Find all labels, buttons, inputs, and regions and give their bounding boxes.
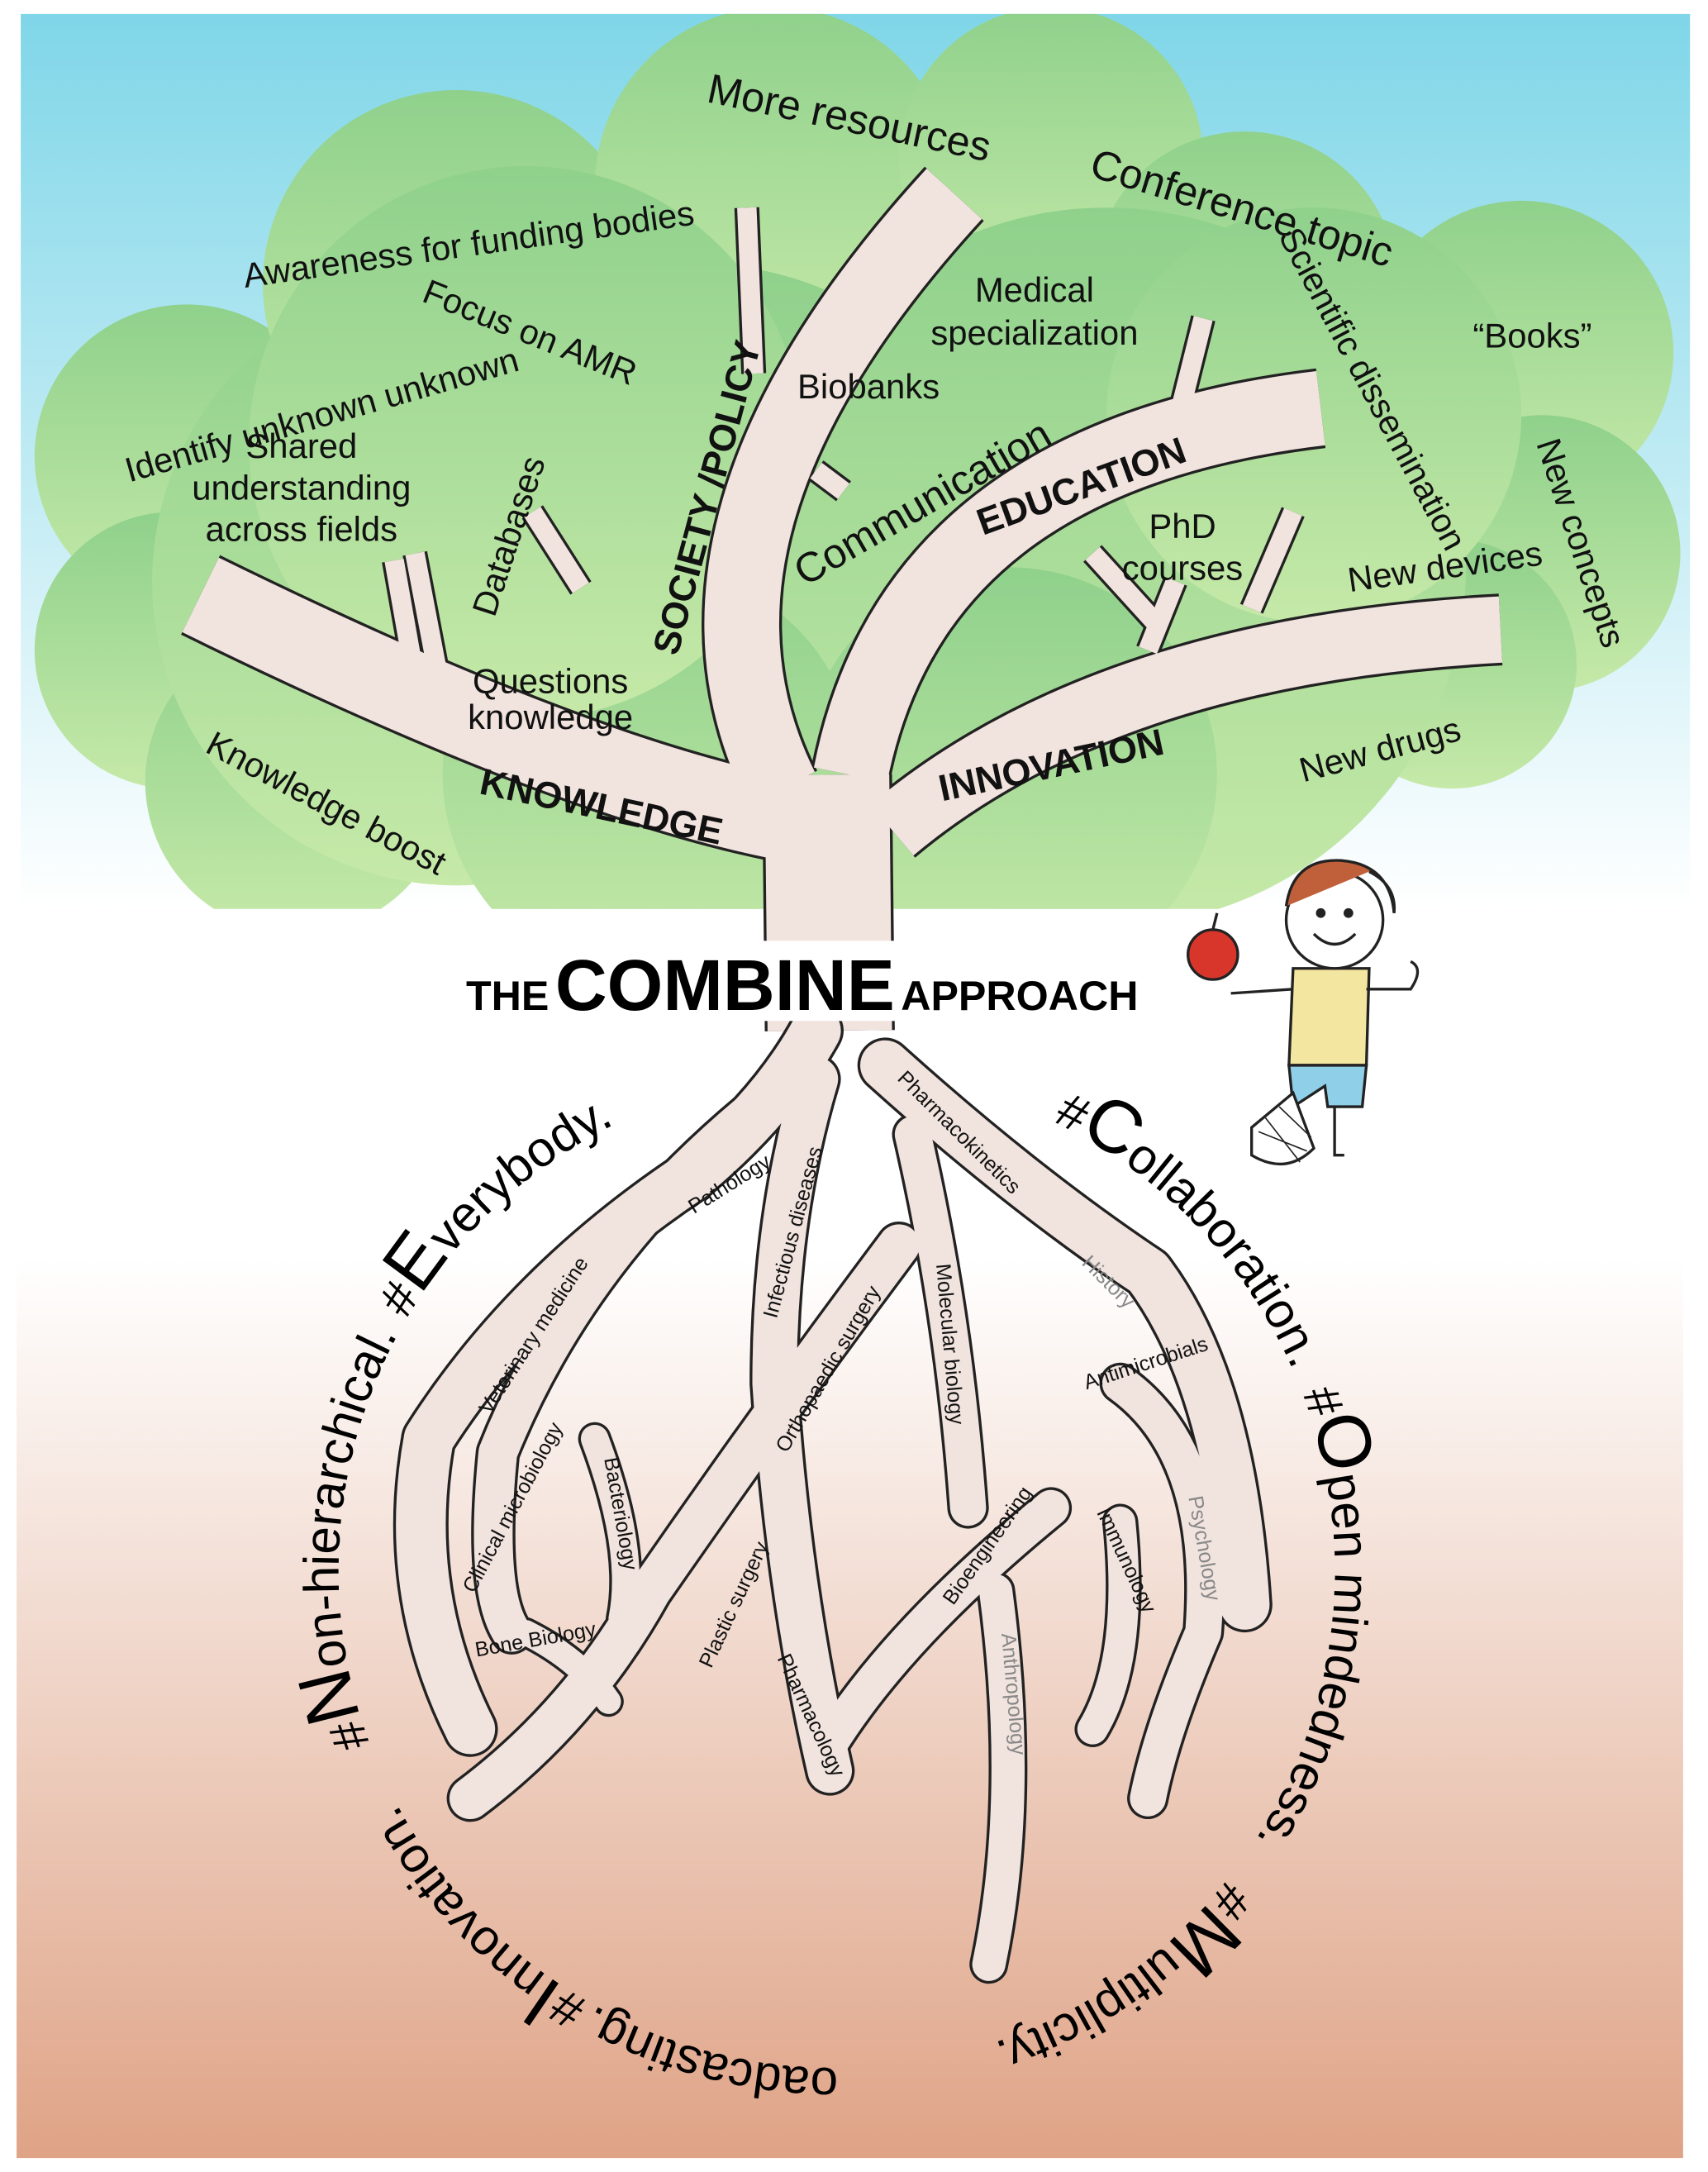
- title-combine: COMBINE: [555, 945, 895, 1026]
- tree-trunk-and-branches: [181, 166, 1503, 1031]
- title-approach: APPROACH: [901, 973, 1138, 1019]
- label-medical-2: specialization: [930, 313, 1138, 352]
- label-shared-1: Shared: [245, 426, 357, 465]
- label-medical-1: Medical: [975, 270, 1094, 309]
- label-questions-1: Questions: [473, 662, 628, 701]
- title-the: THE: [466, 973, 549, 1019]
- label-phd-2: courses: [1122, 548, 1243, 587]
- label-biobanks: Biobanks: [797, 367, 940, 406]
- apple-icon: [1187, 928, 1239, 981]
- label-books: “Books”: [1472, 316, 1591, 355]
- title-background: [415, 941, 1190, 1022]
- label-phd-1: PhD: [1149, 507, 1216, 545]
- label-shared-2: understanding: [192, 468, 411, 507]
- label-questions-2: knowledge: [468, 698, 633, 736]
- child-holding-apple-illustration: [1187, 859, 1420, 1166]
- tree-roots: [393, 1003, 1273, 1984]
- diagram-title: THE COMBINE APPROACH: [466, 945, 1138, 1026]
- label-shared-3: across fields: [206, 510, 397, 549]
